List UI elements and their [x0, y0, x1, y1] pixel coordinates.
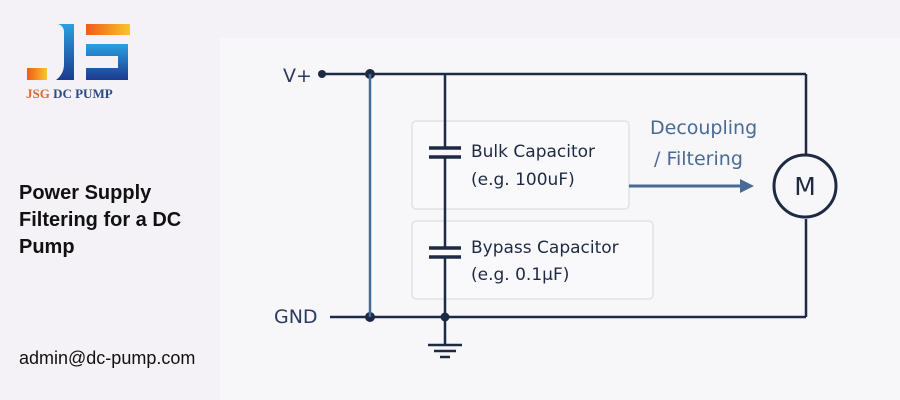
- bypass-capacitor-value: (e.g. 0.1μF): [471, 265, 569, 285]
- gnd-label: GND: [274, 306, 318, 328]
- motor-label: M: [794, 172, 816, 201]
- arrow-label-line2: / Filtering: [654, 148, 743, 170]
- bulk-capacitor-box: [411, 120, 630, 210]
- brand-name: JSG DC PUMP: [26, 86, 113, 102]
- brand-name-part1: JSG: [26, 86, 50, 101]
- page-title: Power Supply Filtering for a DC Pump: [19, 182, 182, 258]
- vplus-terminal: [318, 70, 326, 78]
- motor-icon: [772, 153, 838, 219]
- diagram-background: [220, 38, 900, 400]
- vplus-label: V+: [283, 65, 312, 87]
- decoupling-arrow-icon: [629, 179, 754, 193]
- bypass-capacitor-box: [411, 220, 654, 300]
- brand-name-part2: DC PUMP: [53, 86, 113, 101]
- bulk-capacitor-icon: [429, 146, 461, 159]
- bulk-capacitor-value: (e.g. 100uF): [471, 170, 575, 190]
- jsg-logo-icon: [27, 24, 130, 80]
- bypass-capacitor-icon: [429, 246, 461, 259]
- bypass-capacitor-name: Bypass Capacitor: [471, 238, 619, 258]
- bulk-capacitor-name: Bulk Capacitor: [471, 142, 595, 162]
- arrow-label-line1: Decoupling: [650, 117, 757, 139]
- ground-icon: [428, 343, 462, 359]
- contact-email: admin@dc-pump.com: [19, 348, 196, 368]
